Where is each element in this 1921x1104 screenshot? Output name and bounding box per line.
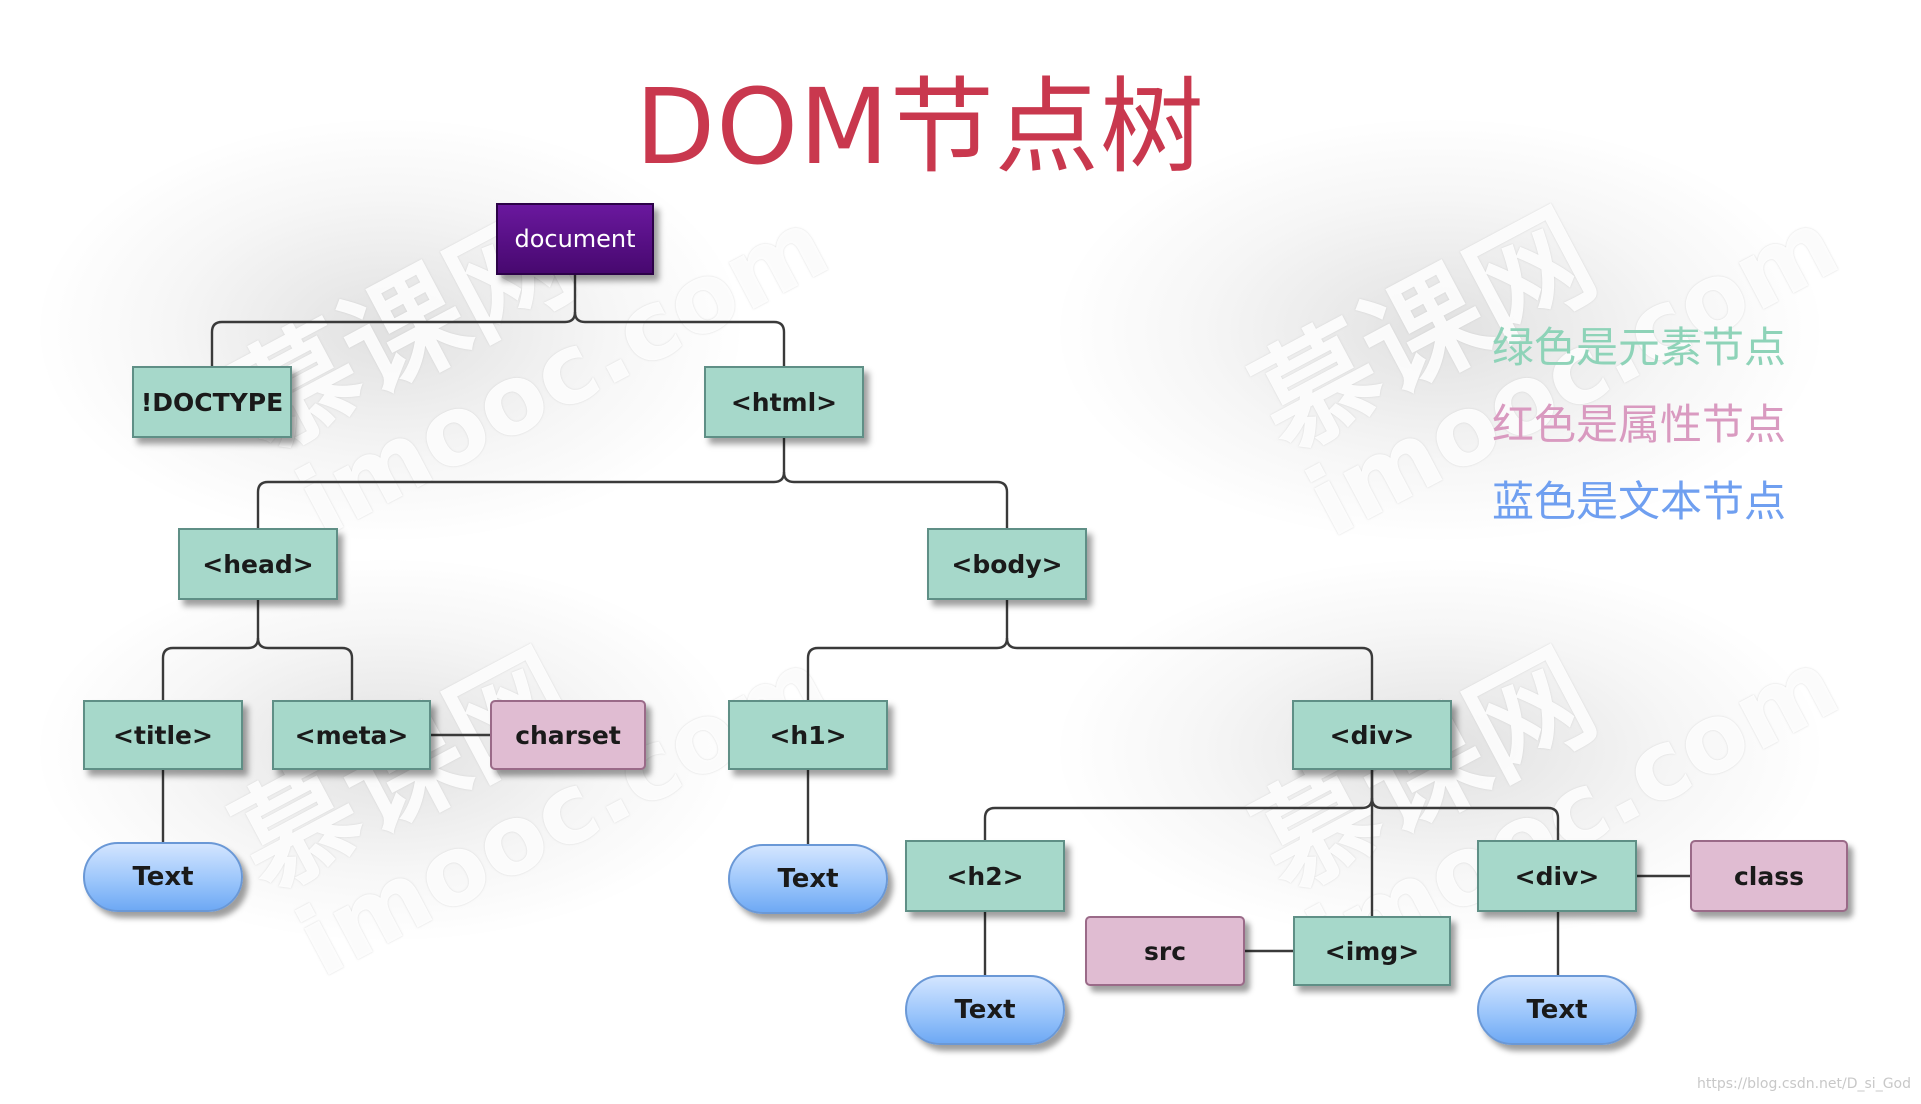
watermark-blur (1060, 120, 1820, 540)
node-src: src (1085, 916, 1245, 986)
connector-line (210, 275, 577, 366)
connector-line (1005, 637, 1374, 700)
legend-text-node: 蓝色是文本节点 (1492, 477, 1787, 526)
node-title: <title> (83, 700, 243, 770)
legend-element-node: 绿色是元素节点 (1492, 323, 1787, 372)
connector-line (256, 438, 786, 528)
node-h1: <h1> (728, 700, 888, 770)
connector-line (806, 600, 1009, 700)
node-doctype: !DOCTYPE (132, 366, 292, 438)
connector-line (1370, 797, 1560, 840)
node-inner-div: <div> (1477, 840, 1637, 912)
node-h2: <h2> (905, 840, 1065, 912)
node-meta: <meta> (272, 700, 431, 770)
node-title-text: Text (83, 842, 243, 912)
node-charset: charset (490, 700, 646, 770)
connector-line (782, 471, 1009, 528)
node-h1-text: Text (728, 844, 888, 914)
connector-line (573, 311, 786, 366)
node-class: class (1690, 840, 1848, 912)
page-title: DOM节点树 (635, 66, 1205, 188)
connector-line (256, 637, 354, 700)
legend-attribute-node: 红色是属性节点 (1492, 400, 1787, 449)
node-head: <head> (178, 528, 338, 600)
node-div: <div> (1292, 700, 1452, 770)
node-h2-text: Text (905, 975, 1065, 1045)
connector-line (983, 770, 1374, 840)
node-img: <img> (1293, 916, 1451, 986)
node-body: <body> (927, 528, 1087, 600)
watermark-blur (40, 120, 740, 540)
node-inner-div-text: Text (1477, 975, 1637, 1045)
node-document: document (496, 203, 654, 275)
connector-line (161, 600, 260, 700)
source-url: https://blog.csdn.net/D_si_God (1696, 1076, 1911, 1092)
node-html: <html> (704, 366, 864, 438)
